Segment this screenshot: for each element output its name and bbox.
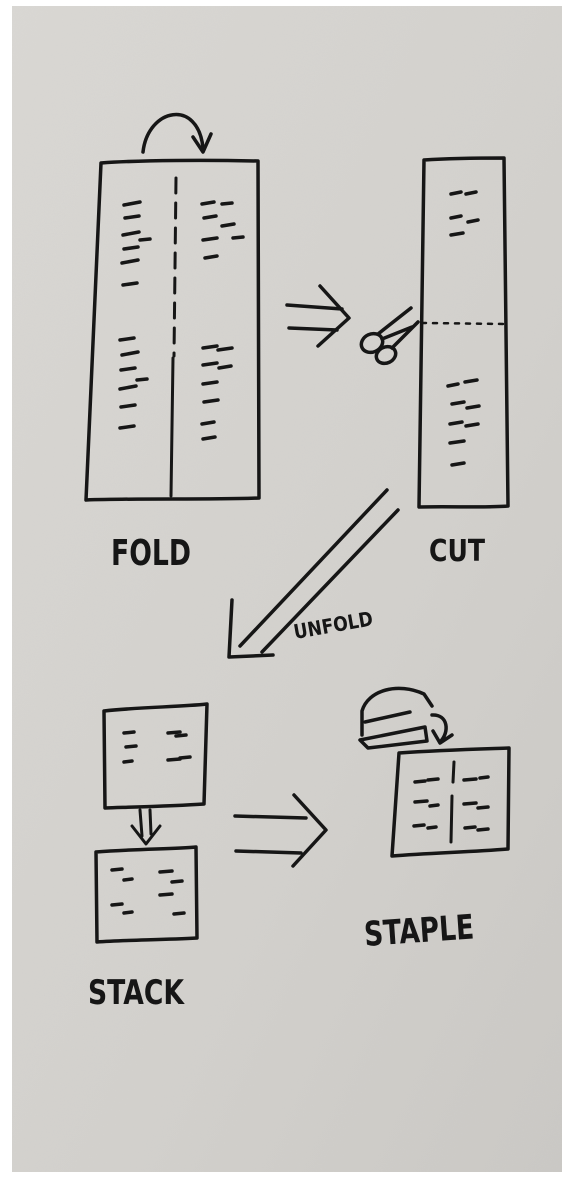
cut-label: CUT — [429, 534, 485, 569]
staple-label: STAPLE — [363, 907, 476, 955]
fold-center-line — [171, 358, 173, 496]
fold-label: FOLD — [111, 533, 191, 574]
stack-label: STACK — [88, 973, 185, 1013]
fold-center-dashed-line — [174, 178, 176, 356]
